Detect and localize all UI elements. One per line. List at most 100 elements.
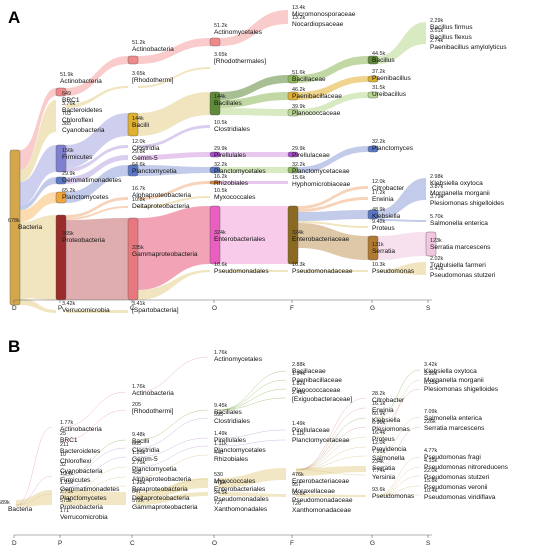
flow-proteobacteria-delta bbox=[66, 206, 128, 220]
panel-a-nodes bbox=[9, 37, 437, 306]
node-value: 234k bbox=[372, 459, 384, 465]
link-b-bacteroid-rhodothermi bbox=[61, 409, 127, 442]
node-label: Pseudomonadaceae bbox=[292, 268, 353, 275]
node-label: Gemmatimonadetes bbox=[62, 177, 122, 184]
node-ureibacillus bbox=[367, 91, 379, 99]
node-value: 2.29k bbox=[430, 18, 443, 24]
node-label: Cyanobacteria bbox=[60, 468, 103, 475]
node-value: 211 bbox=[60, 442, 69, 448]
flow-bacillales-planococcaceae bbox=[220, 108, 288, 116]
node-label: Klebsiella oxytoca bbox=[424, 368, 477, 375]
node-label: Pseudomonas viridiflava bbox=[424, 494, 496, 501]
node-value: 29.8k bbox=[132, 149, 145, 155]
link-b-entero-yersinia bbox=[295, 469, 367, 476]
node-value: 93.6k bbox=[292, 491, 305, 497]
node-value: 6.96k bbox=[372, 420, 385, 426]
node-label: Paenibacillus amylolyticus bbox=[430, 44, 507, 51]
link-b-delta-myxococcales bbox=[135, 478, 209, 496]
node-label: Planctomycetales bbox=[214, 168, 266, 175]
link-b-salmonella-enterica bbox=[375, 416, 421, 457]
node-value: 678k bbox=[8, 218, 20, 224]
node-gammaproteobacteria bbox=[127, 217, 139, 301]
panel-b-thin-links bbox=[15, 356, 421, 506]
node-value: 10.5k bbox=[214, 188, 227, 194]
node-value: 10.4k bbox=[424, 488, 437, 494]
node-value: 12.0k bbox=[372, 440, 385, 446]
node-value: 9.45k bbox=[214, 403, 227, 409]
flow-planococcaceae-ureibacillus bbox=[298, 92, 368, 116]
flow-firmicutes-clostridia bbox=[66, 145, 128, 172]
node-value: 3.76k bbox=[62, 101, 75, 107]
node-value: 1.11k bbox=[292, 431, 305, 437]
flow-proteobacteria-gamma bbox=[66, 218, 128, 300]
node-value: 530 bbox=[214, 472, 223, 478]
panel-a-letter: A bbox=[8, 8, 20, 27]
node-label: Pseudomonas bbox=[372, 268, 415, 275]
flow-bacteria-proteobacteria bbox=[20, 215, 56, 300]
node-label: Chloroflexi bbox=[62, 117, 94, 124]
flow-actinobacteria-class bbox=[66, 56, 128, 96]
node-label: Bacillaceae bbox=[292, 368, 326, 375]
node-label: Planctomycetia bbox=[132, 168, 177, 175]
node-label: Gemm-5 bbox=[132, 456, 158, 463]
node-value: 51.9k bbox=[60, 72, 73, 78]
axis-level-label: F bbox=[290, 305, 294, 312]
node-label: Morganella morganii bbox=[430, 190, 490, 197]
link-b-bacillales-paenibacillaceae bbox=[217, 379, 287, 411]
node-value: 448 bbox=[214, 450, 223, 456]
node-value: 25 bbox=[60, 431, 66, 437]
flow-enterobacteriaceae-proteus bbox=[298, 221, 368, 228]
flow-bacteria-gemmatimonadetes bbox=[20, 177, 56, 210]
node-planctomycetales bbox=[209, 166, 221, 174]
axis-level-label: D bbox=[12, 305, 17, 312]
node-value: 51.2k bbox=[214, 23, 227, 29]
node-value: 385 bbox=[62, 121, 71, 127]
link-b-pseudomonas-stutzeri bbox=[375, 475, 421, 497]
node-label: Serratia bbox=[372, 465, 395, 472]
node-value: 93.6k bbox=[372, 487, 385, 493]
axis-level-label: O bbox=[212, 540, 217, 547]
link-b-bacillales-exiguobacteraceae bbox=[217, 397, 287, 411]
node-label: Actinobacteria bbox=[132, 46, 174, 53]
flow-bacteroidetes-rhodothermi bbox=[66, 86, 128, 108]
node-label: Verrucomicrobia bbox=[62, 307, 110, 314]
node-value: 48.9k bbox=[372, 207, 385, 213]
node-label: Planctomycetes bbox=[62, 194, 109, 201]
node-value: 3.87k bbox=[430, 184, 443, 190]
node-label: Proteobacteria bbox=[60, 504, 103, 511]
node-pirellulales bbox=[209, 151, 221, 158]
axis-level-label: C bbox=[130, 540, 135, 547]
node-value: 9.48k bbox=[132, 432, 145, 438]
node-value: 9.42k bbox=[372, 219, 385, 225]
node-value: 4.15k bbox=[424, 458, 437, 464]
flow-bacteria-firmicutes bbox=[20, 145, 56, 205]
node-label: Clostridiales bbox=[214, 126, 251, 133]
node-value: 13.2k bbox=[292, 15, 305, 21]
node-label: Deltaproteobacteria bbox=[132, 495, 190, 502]
node-value: 476k bbox=[292, 472, 304, 478]
flow-bacteria-verrucomicrobia bbox=[20, 298, 56, 313]
link-b-pseudomonas-veronii bbox=[375, 485, 421, 497]
node-label: Actinomycetales bbox=[214, 356, 263, 363]
node-label: Salmonella bbox=[372, 455, 405, 462]
node-label: Bacteroidetes bbox=[62, 107, 103, 114]
node-label: Planctomycetales bbox=[214, 447, 266, 454]
node-value: 131k bbox=[372, 242, 384, 248]
node-value: 7.09k bbox=[424, 409, 437, 415]
flow-enterobacteriaceae-klebsiella bbox=[298, 210, 368, 221]
node-value: 37.2k bbox=[372, 69, 385, 75]
link-b-pirellulales-pirellulaceae bbox=[217, 429, 287, 439]
node-label: Plesiomonas shigelloides bbox=[430, 200, 505, 207]
node-label: Pseudomonas bbox=[372, 493, 415, 500]
link-b-planctomycetales-planctomycetaceae bbox=[217, 439, 287, 447]
node-value: 16.1k bbox=[372, 401, 385, 407]
axis-level-label: G bbox=[370, 540, 375, 547]
node-value: 10 bbox=[60, 452, 66, 458]
node-value: 10.4k bbox=[60, 471, 73, 477]
node-value: 10.3k bbox=[292, 262, 305, 268]
node-label: Pseudomonas stutzeri bbox=[430, 272, 496, 279]
flow-enterobacteriaceae-erwinia bbox=[298, 197, 368, 212]
node-gemmatimonadetes bbox=[55, 176, 67, 185]
link-b-gemm5-pirellulales bbox=[135, 437, 209, 458]
